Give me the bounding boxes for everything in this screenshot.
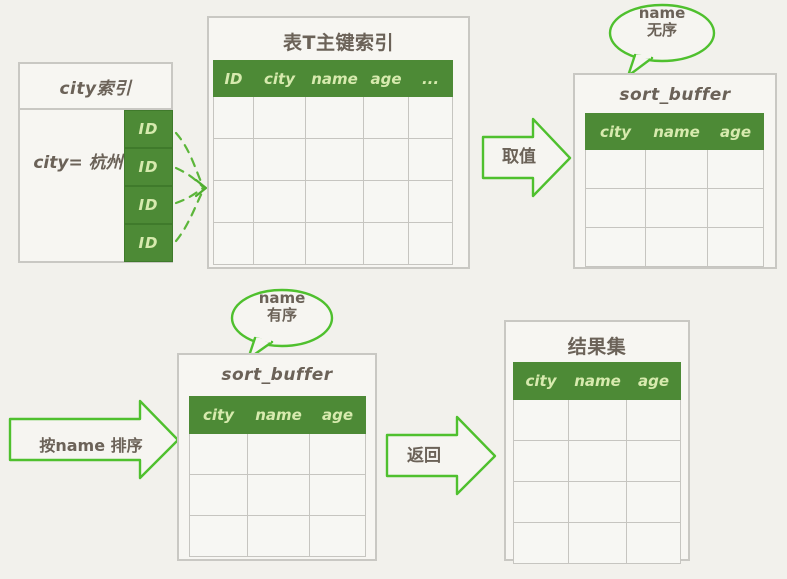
table-row — [585, 149, 764, 189]
result-col-name: name — [568, 362, 627, 400]
sort-buffer-bottom-title: sort_buffer — [221, 365, 333, 385]
city-index-id-cell: ID — [124, 148, 173, 186]
arrow-sort-by-name — [8, 399, 180, 480]
city-index-panel: city索引 city= 杭州 ID ID ID ID — [18, 62, 173, 263]
index-lookup-dashed-lines — [174, 131, 206, 243]
table-row — [213, 96, 453, 139]
table-t-col-age: age — [363, 60, 409, 97]
result-set-title: 结果集 — [567, 336, 627, 358]
table-row — [513, 481, 681, 523]
arrow-fetch — [481, 117, 572, 198]
sort-buffer-bottom-grid: city name age — [189, 396, 366, 557]
table-row — [189, 433, 366, 475]
city-index-id-stack: ID ID ID ID — [124, 110, 173, 262]
table-t-col-city: city — [253, 60, 306, 97]
city-index-divider — [20, 108, 171, 110]
table-t-col-name: name — [305, 60, 364, 97]
result-col-age: age — [626, 362, 681, 400]
sortbuf-top-col-city: city — [585, 113, 646, 150]
lookup-arrowhead-icon — [194, 178, 208, 198]
city-index-title: city索引 — [59, 79, 132, 99]
arrow-return — [385, 415, 497, 496]
table-row — [189, 474, 366, 516]
table-row — [189, 515, 366, 557]
sortbuf-top-col-age: age — [707, 113, 764, 150]
table-row-header: city name age — [513, 362, 681, 400]
table-t-col-more: ... — [408, 60, 453, 97]
table-row — [513, 522, 681, 564]
sortbuf-bot-col-city: city — [189, 396, 248, 434]
sortbuf-bot-col-age: age — [309, 396, 366, 434]
table-row — [213, 138, 453, 181]
table-t-grid: ID city name age ... — [213, 60, 453, 265]
bubble-name-unordered — [608, 3, 716, 78]
table-t-title: 表T主键索引 — [283, 32, 394, 54]
city-index-id-cell: ID — [124, 224, 173, 262]
table-row — [213, 222, 453, 265]
sortbuf-bot-col-name: name — [247, 396, 310, 434]
table-t-col-id: ID — [213, 60, 254, 97]
table-row-header: city name age — [189, 396, 366, 434]
bubble-name-ordered — [230, 288, 334, 361]
result-col-city: city — [513, 362, 569, 400]
table-row — [513, 440, 681, 482]
table-row — [585, 227, 764, 267]
table-row — [513, 399, 681, 441]
city-condition-label: city= 杭州 — [33, 153, 123, 173]
city-index-id-cell: ID — [124, 110, 173, 148]
city-index-id-cell: ID — [124, 186, 173, 224]
table-row — [213, 180, 453, 223]
sort-buffer-top-grid: city name age — [585, 113, 764, 267]
table-row-header: ID city name age ... — [213, 60, 453, 97]
sortbuf-top-col-name: name — [645, 113, 708, 150]
sort-buffer-top-title: sort_buffer — [619, 85, 731, 105]
result-set-grid: city name age — [513, 362, 681, 564]
table-row — [585, 188, 764, 228]
table-row-header: city name age — [585, 113, 764, 150]
